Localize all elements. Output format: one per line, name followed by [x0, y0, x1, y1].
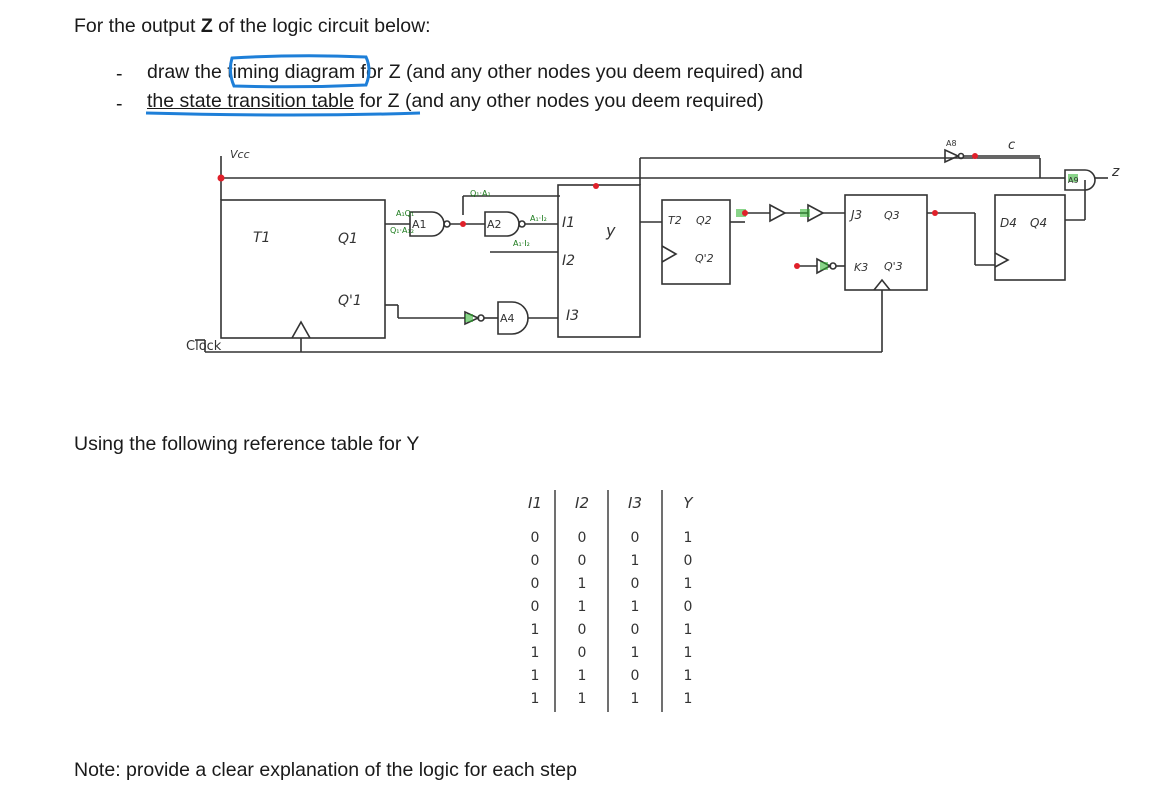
ff3-j-label: J3	[849, 208, 862, 222]
table-cell: 0	[531, 576, 540, 592]
table-cell: 1	[531, 645, 540, 661]
table-cell: 0	[631, 622, 640, 638]
mux-input-i3: I3	[566, 308, 579, 324]
table-cell: 1	[684, 645, 693, 661]
ff3-k-label: K3	[854, 261, 868, 274]
svg-text:A₁·I₂: A₁·I₂	[513, 239, 530, 248]
ff2-input-label: T2	[668, 214, 682, 227]
table-cell: 1	[631, 553, 640, 569]
table-cell: 1	[531, 691, 540, 707]
table-cell: 0	[578, 645, 587, 661]
ff4-q-label: Q4	[1030, 216, 1047, 230]
table-cell: 1	[531, 668, 540, 684]
svg-text:A₁Q₁: A₁Q₁	[396, 209, 414, 218]
table-cell: 1	[684, 576, 693, 592]
ff1-qbar-label: Q'1	[338, 293, 362, 309]
table-cell: 1	[631, 599, 640, 615]
table-header: Y	[683, 494, 694, 512]
flip-flop-4	[994, 194, 1066, 281]
table-cell: 1	[631, 691, 640, 707]
table-cell: 0	[684, 553, 693, 569]
table-cell: 1	[578, 691, 587, 707]
multiplexer	[557, 184, 641, 338]
bullet-state-table: the state transition table for Z (and an…	[147, 90, 764, 112]
table-cell: 0	[578, 530, 587, 546]
note-text: Note: provide a clear explanation of the…	[74, 759, 577, 781]
highlight-timing-diagram: timing diagram	[227, 61, 356, 83]
mux-output-y: y	[605, 221, 616, 240]
clock-triangle-4	[994, 252, 1010, 268]
table-cell: 1	[631, 645, 640, 661]
bullet-timing-diagram: draw the timing diagram for Z (and any o…	[147, 61, 803, 83]
table-cell: 0	[631, 530, 640, 546]
reference-caption: Using the following reference table for …	[74, 433, 420, 455]
table-cell: 1	[531, 622, 540, 638]
table-cell: 0	[531, 599, 540, 615]
gate-a9-label: A9	[1068, 176, 1079, 185]
clock-label: Clock	[186, 339, 222, 354]
table-header: I1	[528, 494, 542, 512]
bullet-dash-1: -	[116, 63, 123, 85]
flip-flop-3	[844, 194, 928, 291]
ff3-qbar-label: Q'3	[884, 260, 903, 273]
bullet-dash-2: -	[116, 93, 123, 115]
gate-a4	[497, 301, 529, 335]
clock-triangle-3	[873, 278, 891, 291]
mux-input-i2: I2	[562, 253, 575, 269]
table-cell: 0	[578, 622, 587, 638]
node-z-label: z	[1111, 164, 1120, 180]
mux-input-i1: I1	[562, 215, 575, 231]
table-header: I3	[628, 494, 642, 512]
ff2-qbar-label: Q'2	[695, 252, 714, 265]
table-cell: 1	[578, 668, 587, 684]
highlight-box	[228, 54, 371, 89]
table-cell: 1	[684, 622, 693, 638]
table-cell: 0	[684, 599, 693, 615]
table-cell: 0	[531, 530, 540, 546]
gate-a8-label: A8	[946, 139, 957, 148]
gate-a9	[1064, 169, 1096, 191]
ff3-q-label: Q3	[884, 209, 900, 222]
table-cell: 0	[631, 576, 640, 592]
underlined-state-table: the state transition table	[147, 90, 355, 112]
node-c-label: c	[1008, 138, 1015, 153]
table-header: I2	[575, 494, 589, 512]
gate-a1-label: A1	[412, 218, 427, 231]
flip-flop-1	[220, 199, 386, 339]
svg-text:A₁·I₂: A₁·I₂	[530, 214, 547, 223]
clock-triangle-1	[291, 320, 311, 339]
inverter-a8	[944, 148, 960, 164]
ff4-input-label: D4	[1000, 216, 1017, 230]
truth-table	[554, 490, 663, 712]
table-cell: 1	[684, 691, 693, 707]
table-cell: 1	[684, 668, 693, 684]
table-cell: 0	[631, 668, 640, 684]
question-intro: For the output Z of the logic circuit be…	[74, 15, 431, 37]
underline-stroke	[145, 111, 421, 117]
gate-a4-label: A4	[500, 312, 515, 325]
ff1-q-label: Q1	[338, 231, 358, 247]
svg-text:Q₁·A₁: Q₁·A₁	[470, 189, 491, 198]
buffer-chain-2	[807, 203, 825, 223]
flip-flop-2	[661, 199, 731, 285]
buffer-chain-1	[769, 203, 787, 223]
vcc-label: Vcc	[230, 148, 250, 161]
table-cell: 0	[578, 553, 587, 569]
table-cell: 1	[684, 530, 693, 546]
ff1-input-label: T1	[253, 230, 270, 246]
table-cell: 0	[531, 553, 540, 569]
clock-triangle-2	[661, 245, 678, 263]
svg-text:Q₁·A₁₂: Q₁·A₁₂	[390, 226, 414, 235]
table-cell: 1	[578, 576, 587, 592]
ff2-q-label: Q2	[696, 214, 712, 227]
gate-a2-label: A2	[487, 218, 502, 231]
table-cell: 1	[578, 599, 587, 615]
output-z-label: Z	[200, 15, 213, 37]
